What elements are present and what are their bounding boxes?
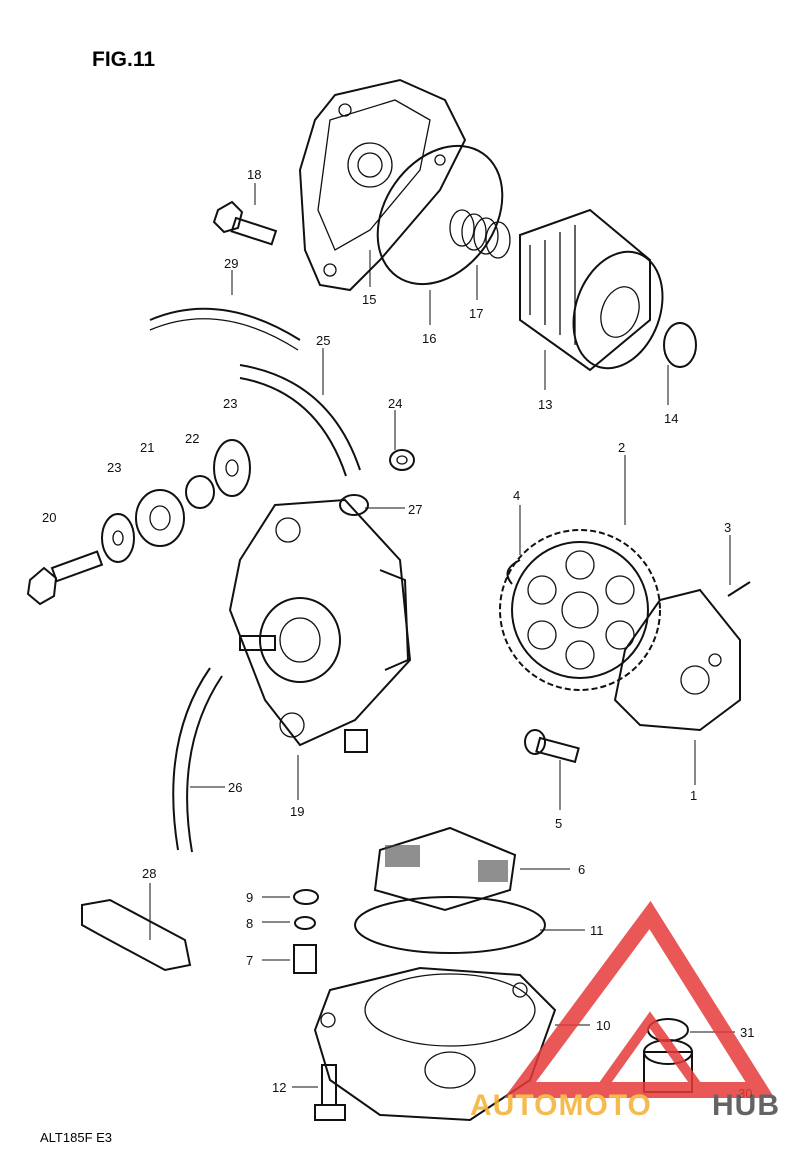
callout-4: 4 bbox=[513, 488, 520, 503]
callout-27: 27 bbox=[408, 502, 422, 517]
watermark-logo: AUTOMOTO HUB bbox=[470, 900, 780, 1122]
figure-title: FIG.11 bbox=[92, 48, 155, 71]
callout-14: 14 bbox=[664, 411, 678, 426]
o-ring-11 bbox=[354, 896, 546, 954]
collar-22 bbox=[185, 475, 215, 509]
callout-8: 8 bbox=[246, 916, 253, 931]
oil-strainer-cap bbox=[313, 966, 557, 1122]
callout-9: 9 bbox=[246, 890, 253, 905]
washer-9 bbox=[293, 889, 319, 905]
callout-16: 16 bbox=[422, 331, 436, 346]
model-code: ALT185F E3 bbox=[40, 1130, 112, 1145]
screw-7 bbox=[293, 944, 317, 974]
oil-pump-body bbox=[613, 588, 741, 732]
callout-5: 5 bbox=[555, 816, 562, 831]
nut-24 bbox=[389, 449, 415, 471]
callout-28: 28 bbox=[142, 866, 156, 881]
cushion-21 bbox=[135, 489, 185, 547]
bolt-18 bbox=[212, 200, 278, 246]
bolt-12 bbox=[314, 1064, 346, 1121]
callout-21: 21 bbox=[140, 440, 154, 455]
watermark-text-left: AUTOMOTO bbox=[470, 1089, 652, 1122]
pin-3 bbox=[727, 581, 751, 597]
callout-12: 12 bbox=[272, 1080, 286, 1095]
callout-29: 29 bbox=[224, 256, 238, 271]
callout-19: 19 bbox=[290, 804, 304, 819]
washer-23-upper bbox=[213, 439, 251, 497]
hose-clip-27 bbox=[339, 494, 369, 516]
callout-10: 10 bbox=[596, 1018, 610, 1033]
callout-2: 2 bbox=[618, 440, 625, 455]
callout-24: 24 bbox=[388, 396, 402, 411]
callout-20: 20 bbox=[42, 510, 56, 525]
callout-11: 11 bbox=[590, 923, 604, 938]
callout-15: 15 bbox=[362, 292, 376, 307]
washer-23-lower bbox=[101, 513, 135, 563]
callout-23-lower: 23 bbox=[107, 460, 121, 475]
bracket-28 bbox=[81, 898, 192, 972]
filter-cap-cover bbox=[298, 78, 467, 292]
bolt-20 bbox=[26, 550, 104, 606]
watermark-text-right: HUB bbox=[712, 1089, 780, 1122]
callout-13: 13 bbox=[538, 397, 552, 412]
strainer-plate-6 bbox=[373, 826, 517, 912]
filter-o-ring bbox=[663, 322, 697, 368]
oil-pump-gear bbox=[499, 529, 661, 691]
washer-8 bbox=[294, 916, 316, 930]
callout-18: 18 bbox=[247, 167, 261, 182]
leader-lines bbox=[149, 183, 735, 1088]
callout-26: 26 bbox=[228, 780, 242, 795]
fuel-pump-body bbox=[228, 498, 412, 753]
screw-5 bbox=[524, 729, 580, 764]
callout-22: 22 bbox=[185, 431, 199, 446]
callout-6: 6 bbox=[578, 862, 585, 877]
spring-hose-29 bbox=[149, 307, 301, 351]
oil-filter-element bbox=[519, 208, 664, 372]
fuel-hose-26 bbox=[172, 667, 223, 853]
callout-labels: 18 29 15 16 17 13 14 25 24 23 21 22 23 2… bbox=[42, 167, 754, 1101]
callout-3: 3 bbox=[724, 520, 731, 535]
callout-23-upper: 23 bbox=[223, 396, 237, 411]
callout-31: 31 bbox=[740, 1025, 754, 1040]
cover-o-ring bbox=[376, 144, 504, 286]
callout-7: 7 bbox=[246, 953, 253, 968]
fuel-hose-25 bbox=[239, 364, 361, 477]
callout-25: 25 bbox=[316, 333, 330, 348]
circlip-4 bbox=[506, 559, 521, 585]
callout-1: 1 bbox=[690, 788, 697, 803]
callout-17: 17 bbox=[469, 306, 483, 321]
spring bbox=[449, 209, 511, 259]
